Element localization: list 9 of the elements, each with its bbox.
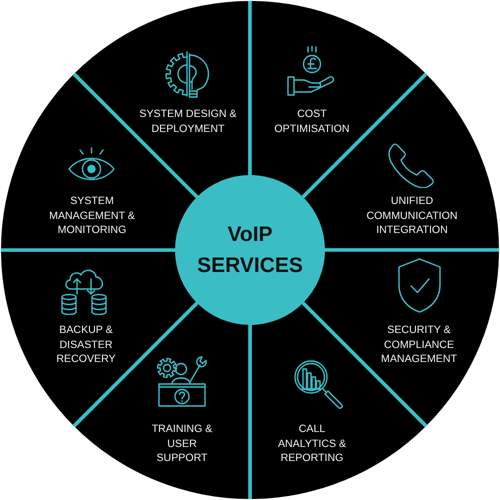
- segment-label: CALL ANALYTICS & REPORTING: [277, 422, 347, 466]
- center-title: VoIP SERVICES: [196, 222, 304, 279]
- segment-label: SECURITY & COMPLIANCE MANAGEMENT: [380, 323, 458, 366]
- segment-label: SYSTEM MANAGEMENT & MONITORING: [48, 194, 136, 238]
- segment-label: SYSTEM DESIGN & DEPLOYMENT: [138, 107, 238, 136]
- segment-label: COST OPTIMISATION: [274, 107, 350, 136]
- segment-label: BACKUP & DISASTER RECOVERY: [56, 323, 116, 366]
- segment-label: UNIFIED COMMUNICATION INTEGRATION: [366, 194, 458, 238]
- segment-label: TRAINING & USER SUPPORT: [151, 422, 213, 466]
